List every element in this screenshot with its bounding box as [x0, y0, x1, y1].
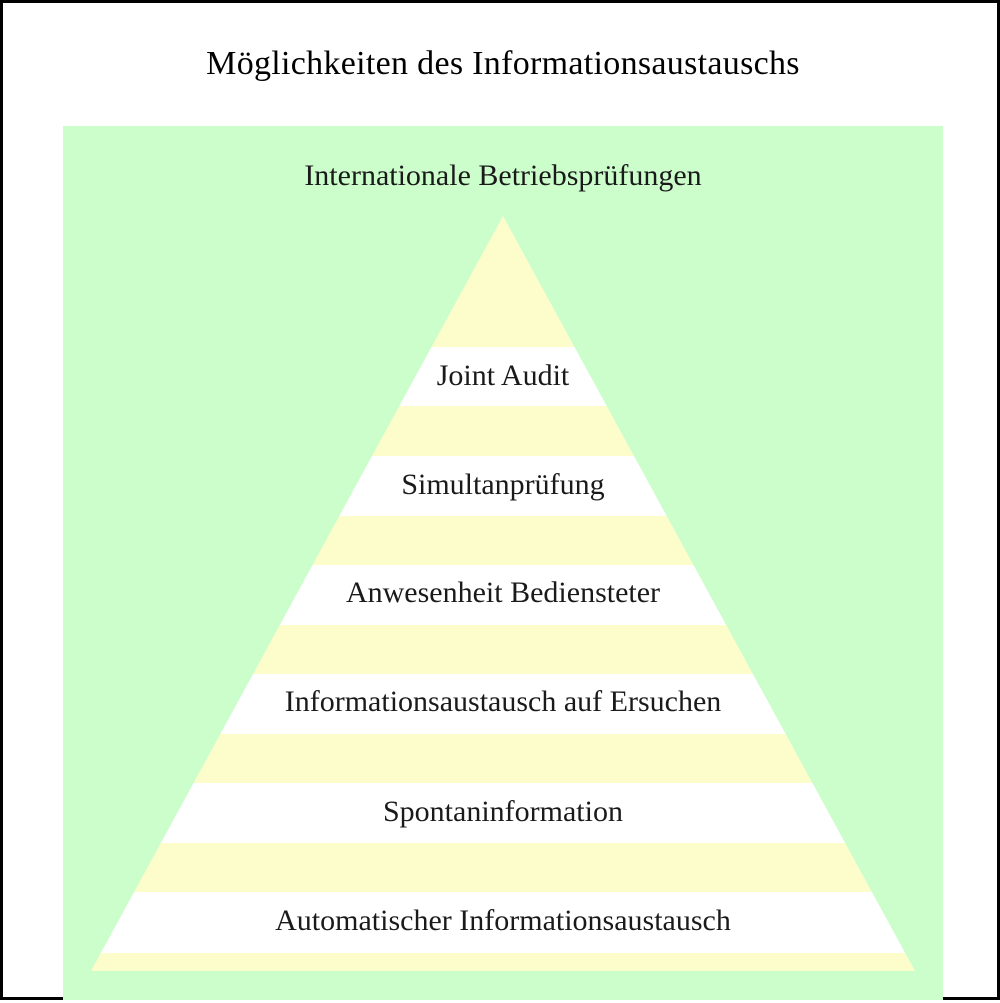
level-label-anwesenheit-bediensteter: Anwesenheit Bediensteter: [345, 576, 661, 609]
band-base: [91, 953, 915, 971]
band-gap-2: [91, 516, 915, 565]
diagram-title: Möglichkeiten des Informationsaustauschs: [206, 45, 800, 82]
level-label-informationsaustausch-auf-ersuchen: Informationsaustausch auf Ersuchen: [284, 685, 722, 718]
band-gap-3: [91, 625, 915, 674]
band-gap-4: [91, 734, 915, 783]
band-apex: [91, 216, 915, 347]
level-label-automatischer-informationsaustausch: Automatischer Informationsaustausch: [275, 904, 731, 937]
band-spontaninformation: [91, 783, 915, 843]
band-gap-1: [91, 406, 915, 456]
band-gap-5: [91, 843, 915, 892]
level-label-joint-audit: Joint Audit: [436, 359, 570, 392]
level-label-simultanpruefung: Simultanprüfung: [401, 468, 605, 501]
pyramid: [91, 216, 915, 971]
level-label-spontaninformation: Spontaninformation: [383, 795, 623, 828]
apex-label: Internationale Betriebsprüfungen: [304, 159, 702, 192]
band-automatischer-informationsaustausch: [91, 892, 915, 953]
